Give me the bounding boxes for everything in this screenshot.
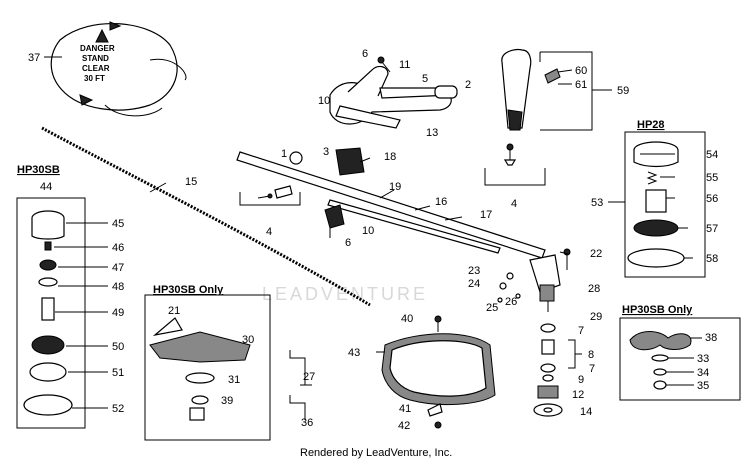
label-41: 41 [399,403,411,415]
label-29: 29 [590,311,602,323]
label-31: 31 [228,374,240,386]
label-50: 50 [112,341,124,353]
sign-line-3: CLEAR [82,64,110,73]
label-34: 34 [697,367,709,379]
label-44: 44 [40,181,52,193]
label-57: 57 [706,223,718,235]
watermark-text: LEADVENTURE [262,284,428,304]
label-17: 17 [480,209,492,221]
label-7a: 7 [578,325,584,337]
label-53: 53 [591,197,603,209]
label-45: 45 [112,218,124,230]
label-9: 9 [578,374,584,386]
label-46: 46 [112,242,124,254]
label-36: 36 [301,417,313,429]
label-5: 5 [422,73,428,85]
footer-credit: Rendered by LeadVenture, Inc. [300,447,452,459]
label-23: 23 [468,265,480,277]
label-38: 38 [705,332,717,344]
label-51: 51 [112,367,124,379]
label-48: 48 [112,281,124,293]
part-37-warning-label: DANGER STAND CLEAR 30 FT [50,21,187,117]
part-43-guard [381,315,496,429]
label-28: 28 [588,283,600,295]
label-39: 39 [221,395,233,407]
group-title-hp30sb-left: HP30SB [17,164,60,176]
hp30sb-only-right-box [619,317,741,401]
label-47: 47 [112,262,124,274]
label-40: 40 [401,313,413,325]
label-1: 1 [281,148,287,160]
label-12: 12 [572,389,584,401]
label-6a: 6 [362,48,368,60]
label-30: 30 [242,334,254,346]
label-42: 42 [398,420,410,432]
label-3: 3 [323,146,329,158]
label-22: 22 [590,248,602,260]
label-56: 56 [706,193,718,205]
label-25: 25 [486,302,498,314]
hex-wrenches [289,350,306,420]
label-58: 58 [706,253,718,265]
label-4b: 4 [511,198,517,210]
part-59-rear-handle [501,48,561,166]
label-37: 37 [28,52,40,64]
main-shaft [236,147,546,259]
label-4a: 4 [266,226,272,238]
hp30sb-only-center-box [144,294,271,441]
group-title-hp28: HP28 [637,119,665,131]
sign-line-2: STAND [82,54,109,63]
label-27: 27 [303,371,315,383]
label-10b: 10 [362,225,374,237]
label-60: 60 [575,65,587,77]
label-55: 55 [706,172,718,184]
sign-line-1: DANGER [80,44,115,53]
label-2: 2 [465,79,471,91]
handle-assembly [329,56,458,129]
label-19: 19 [389,181,401,193]
label-54: 54 [706,149,718,161]
label-49: 49 [112,307,124,319]
label-11: 11 [399,59,410,71]
label-13: 13 [426,127,438,139]
label-7b: 7 [589,363,595,375]
label-14: 14 [580,406,592,418]
shaft-stack-parts [533,323,563,417]
label-16: 16 [435,196,447,208]
label-59: 59 [617,85,629,97]
part-28-gearhead [497,248,571,312]
label-43: 43 [348,347,360,359]
label-35: 35 [697,380,709,392]
label-52: 52 [112,403,124,415]
label-21: 21 [168,305,180,317]
label-26: 26 [505,296,517,308]
label-10a: 10 [318,95,330,107]
label-33: 33 [697,353,709,365]
label-24: 24 [468,278,480,290]
label-18: 18 [384,151,396,163]
group-title-hp30sb-only-center: HP30SB Only [153,284,224,296]
sign-line-4: 30 FT [84,74,105,83]
label-15: 15 [185,176,197,188]
group-title-hp30sb-only-right: HP30SB Only [622,304,693,316]
label-8: 8 [588,349,594,361]
hp30sb-left-box [16,197,86,429]
label-61: 61 [575,79,587,91]
part-15-trimmer-line [41,126,371,307]
label-6b: 6 [345,237,351,249]
